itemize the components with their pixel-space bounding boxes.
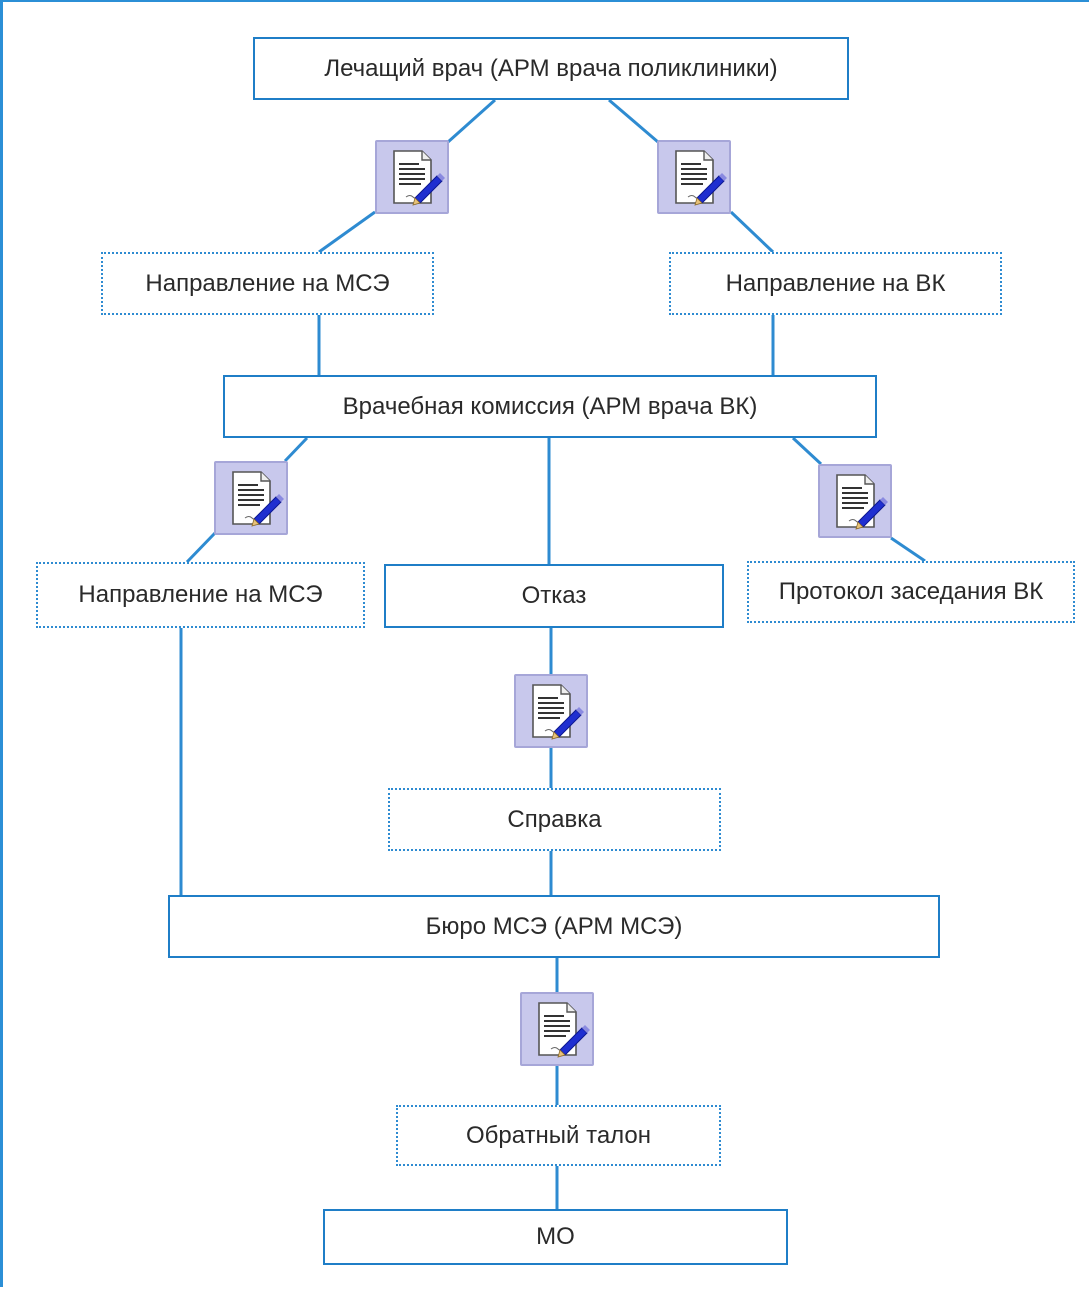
connector-doctor-icon1	[447, 98, 496, 144]
node-protocol-vk: Протокол заседания ВК	[747, 561, 1075, 623]
node-certificate-label: Справка	[507, 805, 602, 833]
node-referral-mse-top: Направление на МСЭ	[101, 252, 434, 315]
node-referral-mse-left-label: Направление на МСЭ	[78, 581, 323, 608]
connector-icon2-referral-vk	[729, 210, 775, 254]
node-return-coupon-label: Обратный талон	[465, 1121, 652, 1149]
node-mo-label: МО	[536, 1223, 575, 1250]
node-refusal: Отказ	[384, 564, 724, 628]
node-bureau-mse: Бюро МСЭ (АРМ МСЭ)	[168, 895, 940, 958]
document-edit-icon	[520, 992, 594, 1066]
connector-layer	[179, 98, 926, 1209]
connector-icon1-referral-mse	[318, 210, 376, 254]
connector-commission-icon3	[283, 436, 309, 463]
node-doctor: Лечащий врач (АРМ врача поликлиники)	[253, 37, 849, 100]
node-bureau-mse-label: Бюро МСЭ (АРМ МСЭ)	[425, 912, 683, 940]
node-doctor-label: Лечащий врач (АРМ врача поликлиники)	[324, 54, 778, 82]
node-protocol-vk-label: Протокол заседания ВК	[778, 578, 1044, 605]
document-edit-icon	[657, 140, 731, 214]
node-referral-vk: Направление на ВК	[669, 252, 1002, 315]
connector-commission-icon4	[791, 436, 823, 466]
node-commission: Врачебная комиссия (АРМ врача ВК)	[223, 375, 877, 438]
node-return-coupon: Обратный талон	[396, 1105, 721, 1166]
node-referral-mse-top-label: Направление на МСЭ	[145, 269, 390, 297]
document-edit-icon	[818, 464, 892, 538]
node-commission-label: Врачебная комиссия (АРМ врача ВК)	[342, 392, 758, 420]
document-edit-icon	[214, 461, 288, 535]
document-edit-icon	[375, 140, 449, 214]
connector-icon4-protocol	[890, 536, 926, 563]
connector-icon3-referral-mse-left	[185, 531, 217, 564]
node-referral-vk-label: Направление на ВК	[725, 269, 946, 297]
document-edit-icon	[514, 674, 588, 748]
node-mo: МО	[323, 1209, 788, 1265]
node-referral-mse-left: Направление на МСЭ	[36, 562, 365, 628]
node-refusal-label: Отказ	[521, 582, 587, 609]
connector-doctor-icon2	[608, 98, 659, 144]
node-certificate: Справка	[388, 788, 721, 851]
